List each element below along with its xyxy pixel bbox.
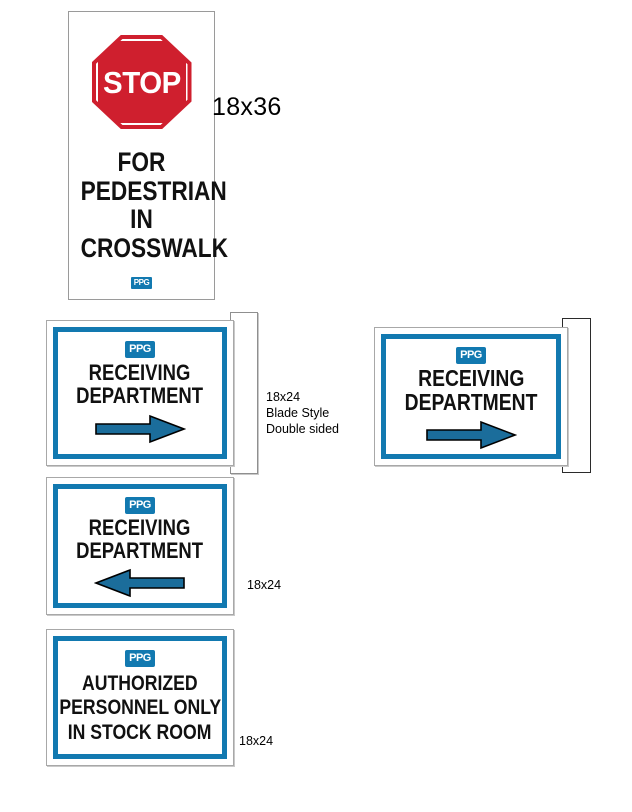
ppg-logo-icon: PPG bbox=[130, 277, 153, 289]
direction-arrow-left bbox=[94, 568, 186, 598]
ppg-logo-container: PPG bbox=[456, 345, 486, 364]
legend-line-2: PEDESTRIAN bbox=[80, 175, 227, 206]
legend-line-1: FOR bbox=[117, 147, 166, 177]
caption-blade-style-block: 18x24 Blade Style Double sided bbox=[266, 390, 339, 436]
ppg-logo-container: PPG bbox=[69, 272, 214, 290]
legend-line-2: DEPARTMENT bbox=[404, 389, 538, 416]
ppg-logo-container: PPG bbox=[125, 339, 155, 358]
legend-line-4: CROSSWALK bbox=[80, 232, 229, 263]
blade-mount-post-left-group bbox=[230, 312, 258, 474]
direction-arrow-right bbox=[94, 414, 186, 444]
ppg-logo-container: PPG bbox=[125, 648, 155, 667]
sign-authorized-personnel-stock-room[interactable]: PPG AUTHORIZED PERSONNEL ONLY IN STOCK R… bbox=[46, 629, 234, 766]
ppg-logo-icon: PPG bbox=[125, 341, 155, 358]
ppg-logo-icon: PPG bbox=[125, 650, 155, 667]
legend-line-3: IN bbox=[130, 204, 153, 235]
direction-arrow-right bbox=[425, 420, 517, 450]
ppg-logo-icon: PPG bbox=[456, 347, 486, 364]
legend-line-1: RECEIVING bbox=[417, 365, 525, 391]
sign-receiving-right-blade[interactable]: PPG RECEIVING DEPARTMENT bbox=[46, 320, 234, 466]
stop-label: STOP bbox=[102, 64, 181, 100]
sign-receiving-left[interactable]: PPG RECEIVING DEPARTMENT bbox=[46, 477, 234, 615]
sign-receiving-right-blade-large[interactable]: PPG RECEIVING DEPARTMENT bbox=[374, 327, 568, 466]
caption-stop-size: 18x36 bbox=[212, 93, 282, 121]
legend-line-1: RECEIVING bbox=[89, 360, 191, 385]
legend-line-3: IN STOCK ROOM bbox=[68, 720, 212, 744]
stop-octagon-fill bbox=[91, 35, 192, 129]
caption-authorized-size: 18x24 bbox=[239, 734, 274, 748]
ppg-logo-icon: PPG bbox=[125, 497, 155, 514]
sign-legend-block: FOR PEDESTRIAN IN CROSSWALK bbox=[69, 147, 229, 263]
stop-octagon-ring bbox=[95, 39, 188, 125]
sign-stop-pedestrian-crosswalk[interactable]: STOP FOR PEDESTRIAN IN CROSSWALK PPG bbox=[68, 11, 229, 300]
legend-line-2: PERSONNEL ONLY bbox=[59, 696, 221, 720]
ppg-logo-container: PPG bbox=[125, 495, 155, 514]
legend-line-2: DEPARTMENT bbox=[76, 383, 204, 409]
legend-line-1: RECEIVING bbox=[89, 515, 191, 540]
legend-line-2: DEPARTMENT bbox=[76, 538, 204, 564]
caption-left-arrow-size: 18x24 bbox=[247, 578, 282, 592]
legend-line-1: AUTHORIZED bbox=[82, 672, 198, 695]
stop-sign-symbol: STOP bbox=[69, 32, 214, 132]
